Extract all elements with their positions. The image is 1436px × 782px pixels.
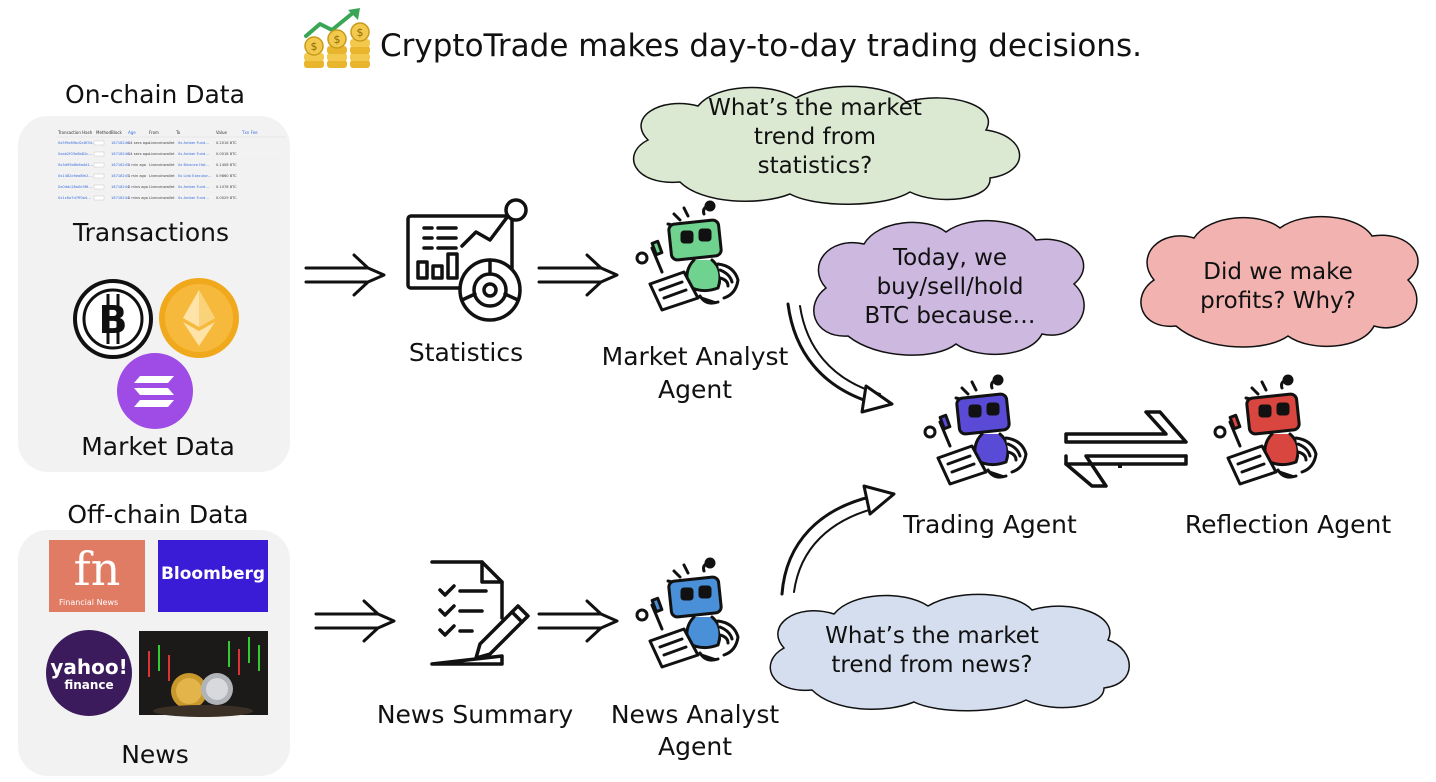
svg-text:Livecoinwallet: Livecoinwallet xyxy=(149,174,175,178)
svg-text:Age: Age xyxy=(128,130,136,135)
svg-text:1 min ago: 1 min ago xyxy=(128,174,146,178)
svg-text:18718244: 18718244 xyxy=(111,196,130,200)
svg-text:Livecoinwallet: Livecoinwallet xyxy=(149,196,175,200)
svg-text:0.1408 BTC: 0.1408 BTC xyxy=(216,163,237,167)
news-summary-icon xyxy=(430,560,530,666)
svg-text:2 mins ago: 2 mins ago xyxy=(128,196,148,200)
svg-text:0x Binance Hot…: 0x Binance Hot… xyxy=(178,163,209,167)
cloud-news-trend xyxy=(769,593,1130,712)
svg-text:0x5f9e89bd2c8f34…: 0x5f9e89bd2c8f34… xyxy=(58,141,96,145)
crypto-news-photo xyxy=(139,631,268,717)
arrow-statistics-to-market-analyst xyxy=(537,253,619,297)
financial-news-logo: fn Financial News xyxy=(49,540,145,612)
news-analyst-label-line1: News Analyst xyxy=(610,700,780,729)
exchange-arrows xyxy=(1064,410,1188,488)
svg-text:To: To xyxy=(175,130,181,135)
svg-text:Block: Block xyxy=(111,130,123,135)
svg-text:$: $ xyxy=(311,40,318,53)
svg-text:0x Amber Fund…: 0x Amber Fund… xyxy=(178,152,209,156)
svg-text:Livecoinwallet: Livecoinwallet xyxy=(149,141,175,145)
cloud-reflection xyxy=(1140,215,1419,348)
svg-text:0.0029 BTC: 0.0029 BTC xyxy=(216,196,237,200)
svg-text:18718244: 18718244 xyxy=(111,185,130,189)
trading-agent-label: Trading Agent xyxy=(903,510,1077,539)
ethereum-icon xyxy=(159,278,239,358)
svg-text:18718246: 18718246 xyxy=(111,152,130,156)
svg-text:18718245: 18718245 xyxy=(111,163,129,167)
market-analyst-label-line2: Agent xyxy=(658,375,732,404)
arrow-onchain-to-statistics xyxy=(304,253,386,297)
svg-text:0x Lido Executor…: 0x Lido Executor… xyxy=(178,174,212,178)
svg-text:B: B xyxy=(99,298,128,342)
arrow-news-analyst-to-trading xyxy=(780,484,896,596)
svg-text:18718246: 18718246 xyxy=(111,141,130,145)
svg-text:Transaction Hash: Transaction Hash xyxy=(57,130,93,135)
svg-text:0xab2f03e6b82c…: 0xab2f03e6b82c… xyxy=(58,152,92,156)
offchain-heading: Off-chain Data xyxy=(67,500,249,529)
svg-text:0.9860 BTC: 0.9860 BTC xyxy=(216,174,237,178)
svg-text:0.1078 BTC: 0.1078 BTC xyxy=(216,185,237,189)
reflection-agent-label: Reflection Agent xyxy=(1184,510,1392,539)
market-analyst-robot-icon xyxy=(635,200,740,312)
svg-text:From: From xyxy=(149,130,159,135)
solana-icon xyxy=(117,353,193,429)
svg-text:1 min ago: 1 min ago xyxy=(128,163,146,167)
news-label: News xyxy=(121,740,189,769)
svg-text:$: $ xyxy=(334,33,341,46)
svg-text:14 secs ago: 14 secs ago xyxy=(128,152,149,156)
cloud-trading xyxy=(813,219,1085,356)
statistics-icon xyxy=(406,198,528,322)
onchain-heading: On-chain Data xyxy=(65,80,245,109)
news-analyst-robot-icon xyxy=(635,557,740,669)
bloomberg-logo: Bloomberg xyxy=(158,540,268,612)
arrow-market-analyst-to-trading xyxy=(786,302,894,414)
news-summary-label: News Summary xyxy=(376,700,574,729)
svg-text:$: $ xyxy=(357,26,364,39)
transactions-label: Transactions xyxy=(72,218,230,247)
svg-text:Livecoinwallet: Livecoinwallet xyxy=(149,152,175,156)
svg-text:14 secs ago: 14 secs ago xyxy=(128,141,149,145)
svg-text:0x0ddc28a0e3f6…: 0x0ddc28a0e3f6… xyxy=(58,185,92,189)
trading-agent-robot-icon xyxy=(923,374,1028,486)
svg-text:18718245: 18718245 xyxy=(111,174,129,178)
svg-text:0.2016 BTC: 0.2016 BTC xyxy=(216,141,237,145)
page-title: CryptoTrade makes day-to-day trading dec… xyxy=(380,28,1142,64)
svg-text:0x1c6a7d7ff0a4…: 0x1c6a7d7ff0a4… xyxy=(58,196,91,200)
news-analyst-label-line2: Agent xyxy=(658,732,732,761)
svg-text:Method: Method xyxy=(96,130,111,135)
market-data-label: Market Data xyxy=(81,432,235,461)
svg-text:Livecoinwallet: Livecoinwallet xyxy=(149,185,175,189)
statistics-label: Statistics xyxy=(408,338,524,367)
bitcoin-icon: B xyxy=(73,279,153,359)
svg-text:Livecoinwallet: Livecoinwallet xyxy=(149,163,175,167)
arrow-offchain-to-news-summary xyxy=(314,599,396,643)
svg-text:0x Amber Fund…: 0x Amber Fund… xyxy=(178,185,209,189)
svg-text:2 mins ago: 2 mins ago xyxy=(128,185,148,189)
money-growth-icon: $ $ $ xyxy=(304,8,370,68)
market-analyst-label-line1: Market Analyst xyxy=(601,342,789,371)
arrow-news-summary-to-news-analyst xyxy=(537,599,619,643)
svg-text:0x Amber Fund…: 0x Amber Fund… xyxy=(178,196,209,200)
svg-text:0.0018 BTC: 0.0018 BTC xyxy=(216,152,237,156)
cloud-market-trend xyxy=(632,85,1021,205)
svg-text:0x1482c6ea8fe2…: 0x1482c6ea8fe2… xyxy=(58,174,92,178)
svg-text:0x3d95b8b6a4d1…: 0x3d95b8b6a4d1… xyxy=(58,163,94,167)
svg-text:Value: Value xyxy=(216,130,228,135)
svg-text:0x Amber Fund…: 0x Amber Fund… xyxy=(178,141,209,145)
reflection-agent-robot-icon xyxy=(1213,374,1318,486)
yahoo-finance-logo: yahoo! finance xyxy=(46,630,132,716)
svg-text:Txn Fee: Txn Fee xyxy=(241,130,258,135)
